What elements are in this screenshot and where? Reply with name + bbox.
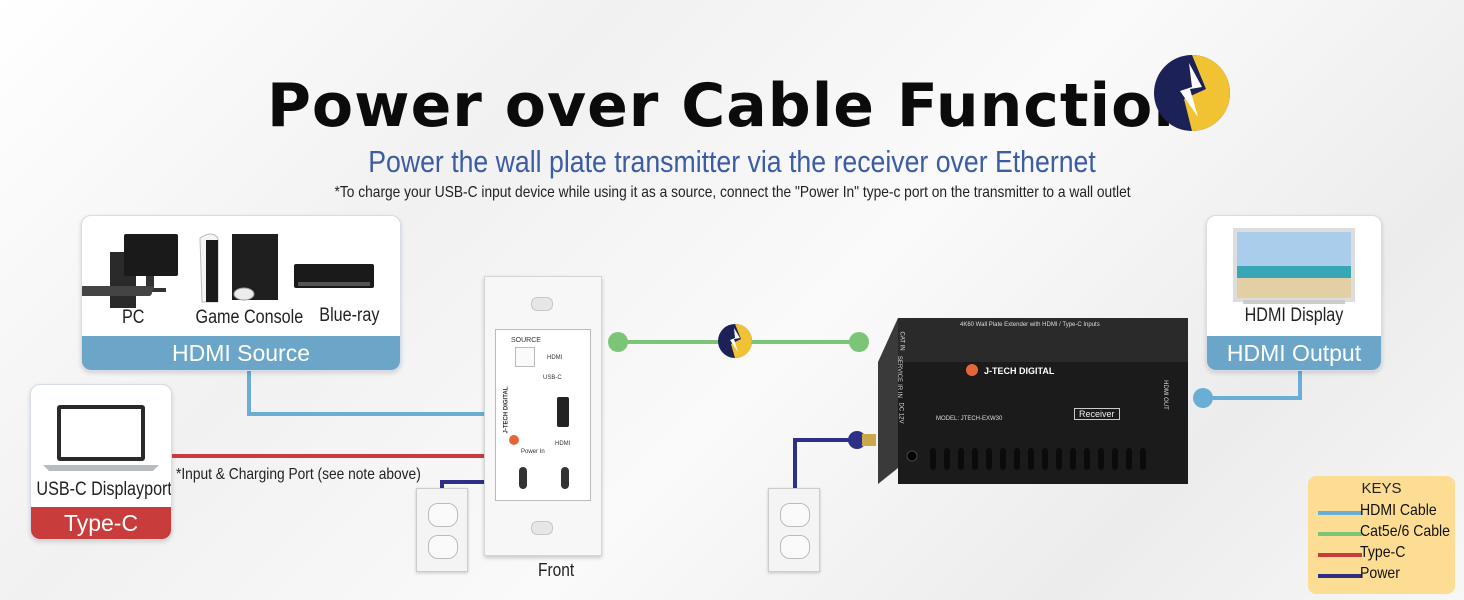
receiver-model: MODEL: JTECH-EXW30 bbox=[936, 416, 1003, 422]
charging-note: *To charge your USB-C input device while… bbox=[334, 184, 1131, 201]
game-console-icon bbox=[199, 233, 278, 303]
key-label-hdmi: HDMI Cable bbox=[1360, 502, 1437, 519]
key-label-typec: Type-C bbox=[1360, 544, 1406, 561]
outlet-socket-bottom bbox=[780, 535, 810, 559]
port-service-label: SERVICE bbox=[896, 355, 903, 383]
blu-ray-label: Blue-ray bbox=[319, 305, 380, 326]
pc-label: PC bbox=[121, 307, 145, 328]
page-title: Power over Cable Function bbox=[266, 71, 1198, 141]
receiver-top-text: 4K60 Wall Plate Extender with HDMI / Typ… bbox=[960, 322, 1100, 328]
port-hdmi-out-label: HDMI OUT bbox=[1161, 380, 1168, 410]
power-over-cable-icon bbox=[718, 324, 752, 358]
receiver-badge: Receiver bbox=[1074, 408, 1120, 420]
usbc-displayport-label: USB-C Displayport bbox=[36, 479, 172, 500]
key-label-cat: Cat5e/6 Cable bbox=[1360, 523, 1451, 540]
hdmi-source-band: HDMI Source bbox=[82, 336, 400, 370]
input-charging-note: *Input & Charging Port (see note above) bbox=[176, 466, 421, 483]
hdmi-output-card: HDMI Display HDMI Output bbox=[1206, 215, 1382, 371]
subtitle: Power the wall plate transmitter via the… bbox=[368, 144, 1096, 179]
outlet-socket-top bbox=[780, 503, 810, 527]
power-in-label: Power In bbox=[521, 449, 545, 455]
receiver-brand: J-TECH DIGITAL bbox=[984, 366, 1055, 376]
game-console-label: Game Console bbox=[195, 307, 304, 328]
outlet-socket-top bbox=[428, 503, 458, 527]
pc-icon bbox=[82, 234, 178, 308]
brand-logo-small bbox=[509, 435, 519, 445]
wall-outlet-left bbox=[416, 488, 468, 572]
hdmi-display-icon bbox=[1233, 228, 1355, 304]
hdmi-output-band: HDMI Output bbox=[1207, 336, 1381, 370]
blu-ray-player-icon bbox=[294, 264, 374, 288]
laptop-icon bbox=[43, 405, 159, 471]
typec-source-card: USB-C Displayport Type-C Source bbox=[30, 384, 172, 540]
key-swatch-cat bbox=[1318, 532, 1362, 536]
outlet-socket-bottom bbox=[428, 535, 458, 559]
power-cable-receiver bbox=[793, 438, 857, 488]
front-label: Front bbox=[538, 560, 575, 580]
usbc-port-slot-right bbox=[561, 467, 569, 489]
hdmi-port-slot bbox=[557, 397, 569, 427]
key-swatch-hdmi bbox=[1318, 511, 1362, 515]
hdmi-out-port-dot bbox=[1193, 388, 1213, 408]
hdmi-led-label: HDMI bbox=[547, 355, 563, 361]
key-swatch-power bbox=[1318, 574, 1362, 578]
key-label-power: Power bbox=[1360, 565, 1400, 582]
keys-legend: KEYS HDMI Cable Cat5e/6 Cable Type-C Pow… bbox=[1308, 476, 1455, 594]
source-button bbox=[515, 347, 535, 367]
keys-title: KEYS bbox=[1361, 480, 1402, 497]
port-cat-in-label: CAT IN bbox=[898, 331, 905, 351]
hdmi-display-label: HDMI Display bbox=[1244, 305, 1344, 326]
hdmi-cable-output bbox=[1203, 370, 1302, 400]
screw-slot-bottom bbox=[531, 521, 553, 535]
port-dc12v-label: DC 12V bbox=[897, 402, 904, 424]
hdmi-cable-source bbox=[247, 365, 546, 416]
screw-slot-top bbox=[531, 297, 553, 311]
hdmi-devices-illustration bbox=[82, 233, 374, 308]
hdmi-port-label: HDMI bbox=[555, 441, 571, 447]
wall-plate-inner bbox=[495, 329, 591, 501]
wall-plate-transmitter: SOURCE HDMI USB-C J-TECH DIGITAL HDMI Po… bbox=[484, 276, 602, 556]
typec-source-band: Type-C Source bbox=[31, 507, 171, 539]
wall-outlet-right bbox=[768, 488, 820, 572]
hdmi-source-card: PC Game Console Blue-ray HDMI Source bbox=[81, 215, 401, 371]
cat-port-dot-left bbox=[608, 332, 628, 352]
power-port-dot-receiver bbox=[848, 431, 866, 449]
key-swatch-typec bbox=[1318, 553, 1362, 557]
usbc-port-slot-left bbox=[519, 467, 527, 489]
cat-port-dot-right bbox=[849, 332, 869, 352]
source-button-label: SOURCE bbox=[511, 337, 541, 344]
usbc-led-label: USB-C bbox=[543, 375, 562, 381]
port-ir-in-label: IR IN bbox=[895, 384, 902, 398]
